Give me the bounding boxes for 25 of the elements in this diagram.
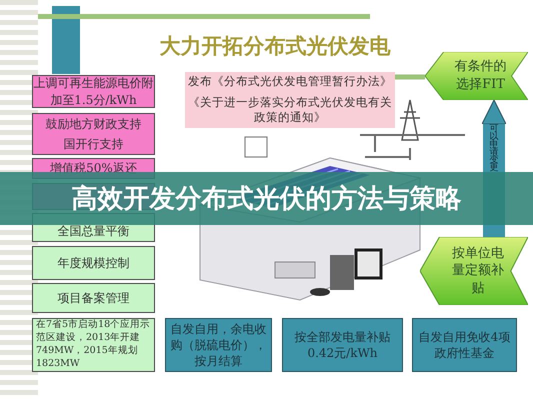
- box-text: 自发自用免收4项政府性基金: [418, 328, 512, 362]
- box-text: 鼓励地方财政支持: [46, 116, 142, 132]
- box-text: 国开行支持: [64, 136, 124, 152]
- measure-box: [32, 283, 155, 313]
- box-text: 年度规模控制: [58, 254, 130, 272]
- measure-box: [32, 246, 155, 280]
- box-text: 0.42元/kWh: [307, 345, 378, 362]
- box-text: 按单位电量定额补贴: [451, 244, 505, 298]
- box-text: 在7省5市启动18个应用示范区建设，2013年开建749MW，2015年规划1823MW: [36, 319, 151, 371]
- box-text: 有条件的选择FIT: [454, 58, 508, 94]
- title-banner: 高效开发分布式光伏的方法与策略: [0, 172, 533, 225]
- connector-line: [395, 74, 425, 80]
- box-text: 项目备案管理: [58, 290, 130, 306]
- box-text: 上调可再生能源电价附加至1.5分/kWh: [33, 75, 154, 108]
- edge-label: 可以申请变更: [489, 126, 499, 173]
- policy-box: [185, 72, 395, 128]
- box-text: 按全部发电量补贴: [294, 328, 390, 345]
- box-text: 全国总量平衡: [58, 222, 130, 239]
- subsidy-box: [412, 318, 517, 372]
- box-text: 《关于进一步落实分布式光伏发电有关政策的通知》: [187, 94, 393, 126]
- box-text: 发布《分布式光伏发电管理暂行办法》: [188, 74, 392, 90]
- policy-box: [32, 113, 155, 155]
- box-text: 自发自用，余电收购（脱硫电价），按月结算: [170, 320, 268, 370]
- subsidy-box: [282, 318, 403, 372]
- title: 大力开拓分布式光伏发电: [158, 33, 392, 60]
